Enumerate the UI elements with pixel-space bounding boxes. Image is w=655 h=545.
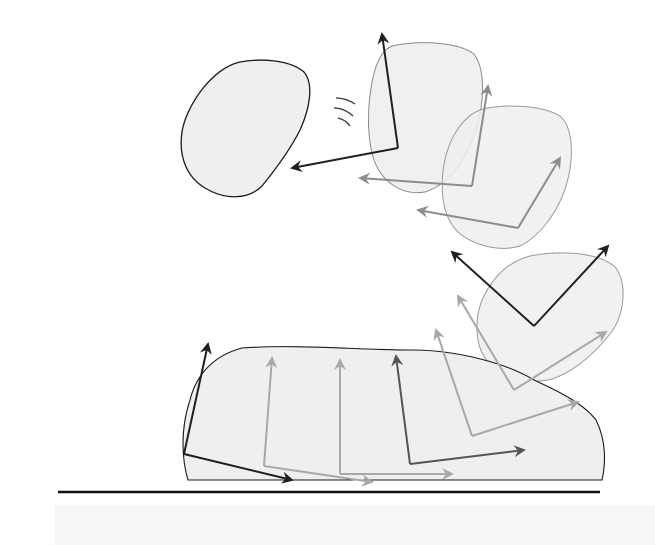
frame-arrow-left bbox=[456, 294, 515, 391]
frame-arrow-up bbox=[377, 32, 399, 149]
rock-pose-2-shape bbox=[441, 105, 572, 249]
frame-arrow-right bbox=[263, 465, 374, 487]
frame-arrow-right bbox=[409, 445, 526, 465]
frame-arrow-up bbox=[263, 356, 278, 467]
frame-arrow-left bbox=[358, 172, 473, 187]
frame-pose-10 bbox=[183, 342, 294, 484]
frame-pose-4 bbox=[450, 244, 610, 327]
frame-arrow-up bbox=[513, 330, 608, 391]
frame-pose-5 bbox=[456, 294, 608, 391]
rock-resting-shape bbox=[182, 346, 606, 481]
frame-arrow-up bbox=[391, 354, 411, 465]
frame-pose-7 bbox=[391, 354, 526, 465]
rock-pose-3-shape bbox=[476, 252, 624, 382]
frame-pose-1 bbox=[290, 32, 399, 173]
frame-arrow-up bbox=[471, 84, 493, 187]
frame-arrow-up bbox=[533, 244, 610, 327]
frame-arrow-up bbox=[471, 399, 580, 437]
frame-arrow-left bbox=[433, 328, 473, 437]
frame-arrow-left bbox=[290, 147, 399, 173]
frame-arrow-left bbox=[416, 205, 519, 229]
frame-arrow-up bbox=[183, 342, 212, 455]
frame-pose-9 bbox=[263, 356, 374, 487]
frame-arrow-right bbox=[183, 453, 294, 484]
frame-pose-2 bbox=[358, 84, 493, 187]
frame-pose-6 bbox=[433, 328, 580, 437]
footer-band bbox=[55, 505, 655, 545]
rock-falling-shape bbox=[180, 59, 311, 198]
frame-arrow-left bbox=[450, 250, 535, 327]
motion-lines-icon bbox=[333, 97, 356, 127]
frame-arrow-up bbox=[517, 156, 562, 229]
frame-pose-8 bbox=[334, 358, 454, 480]
frame-pose-3 bbox=[416, 156, 562, 229]
